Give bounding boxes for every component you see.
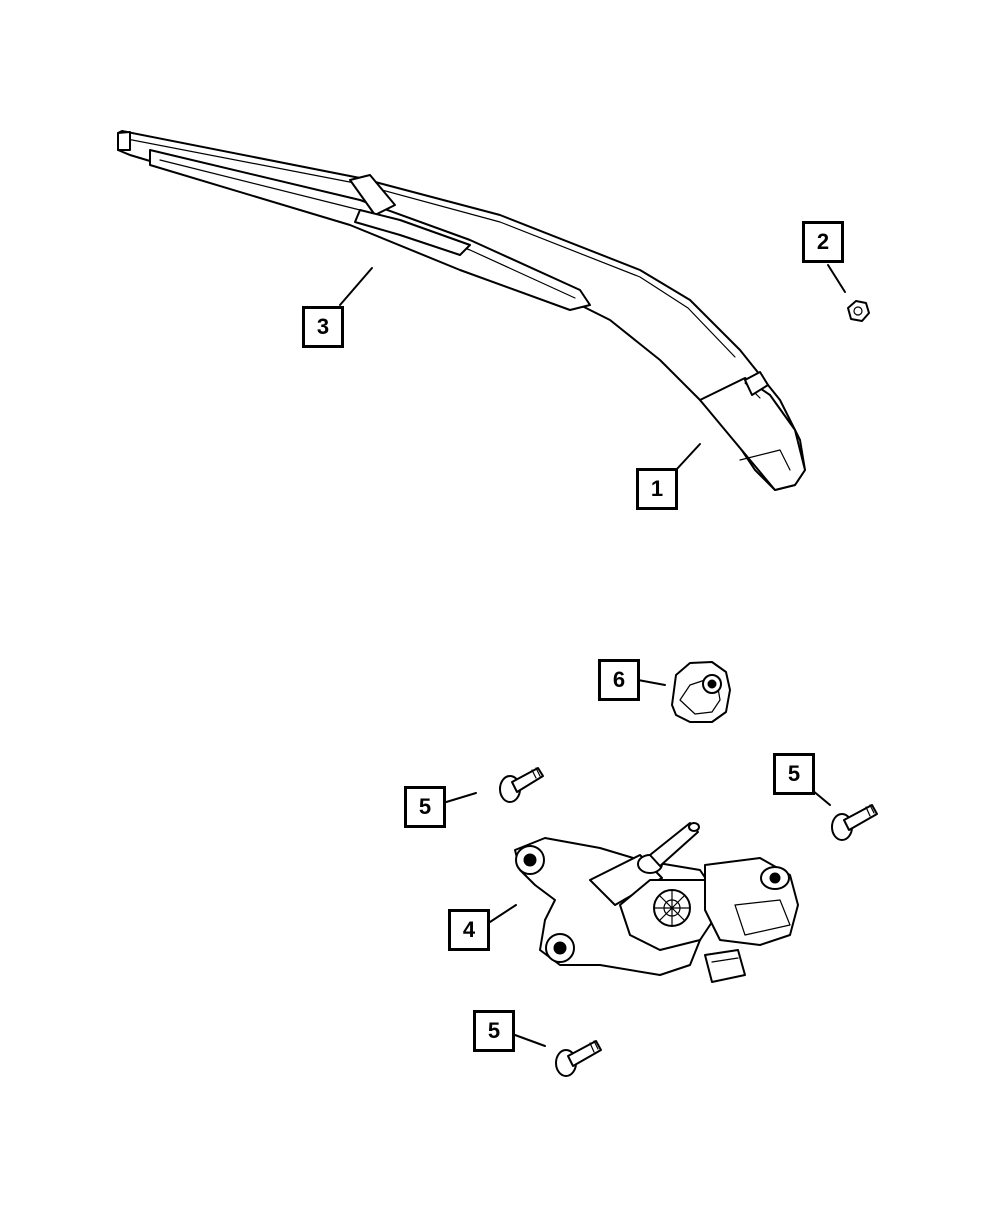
wiper-arm-and-blade	[117, 130, 806, 491]
callout-5-bottom: 5	[473, 1010, 515, 1052]
wiper-motor	[514, 822, 799, 983]
callout-5-left: 5	[404, 786, 446, 828]
bolt-bottom-drawing	[555, 1040, 602, 1077]
callout-4: 4	[448, 909, 490, 951]
nut	[847, 300, 870, 322]
leader-line-1	[675, 443, 701, 471]
callout-5-right: 5	[773, 753, 815, 795]
leader-line-4	[489, 904, 517, 923]
cap	[671, 661, 731, 723]
leader-line-3	[339, 267, 373, 306]
callout-3: 3	[302, 306, 344, 348]
leader-lines	[339, 264, 846, 1047]
leader-line-5-bottom	[514, 1034, 546, 1047]
callout-2: 2	[802, 221, 844, 263]
callout-1: 1	[636, 468, 678, 510]
leader-line-6	[637, 679, 666, 686]
bolt-left-drawing	[499, 767, 544, 803]
leader-line-5-left	[442, 792, 477, 804]
leader-line-2	[827, 264, 846, 293]
bolt-right-drawing	[831, 804, 878, 841]
leader-line-5-right	[811, 789, 831, 806]
callout-6: 6	[598, 659, 640, 701]
